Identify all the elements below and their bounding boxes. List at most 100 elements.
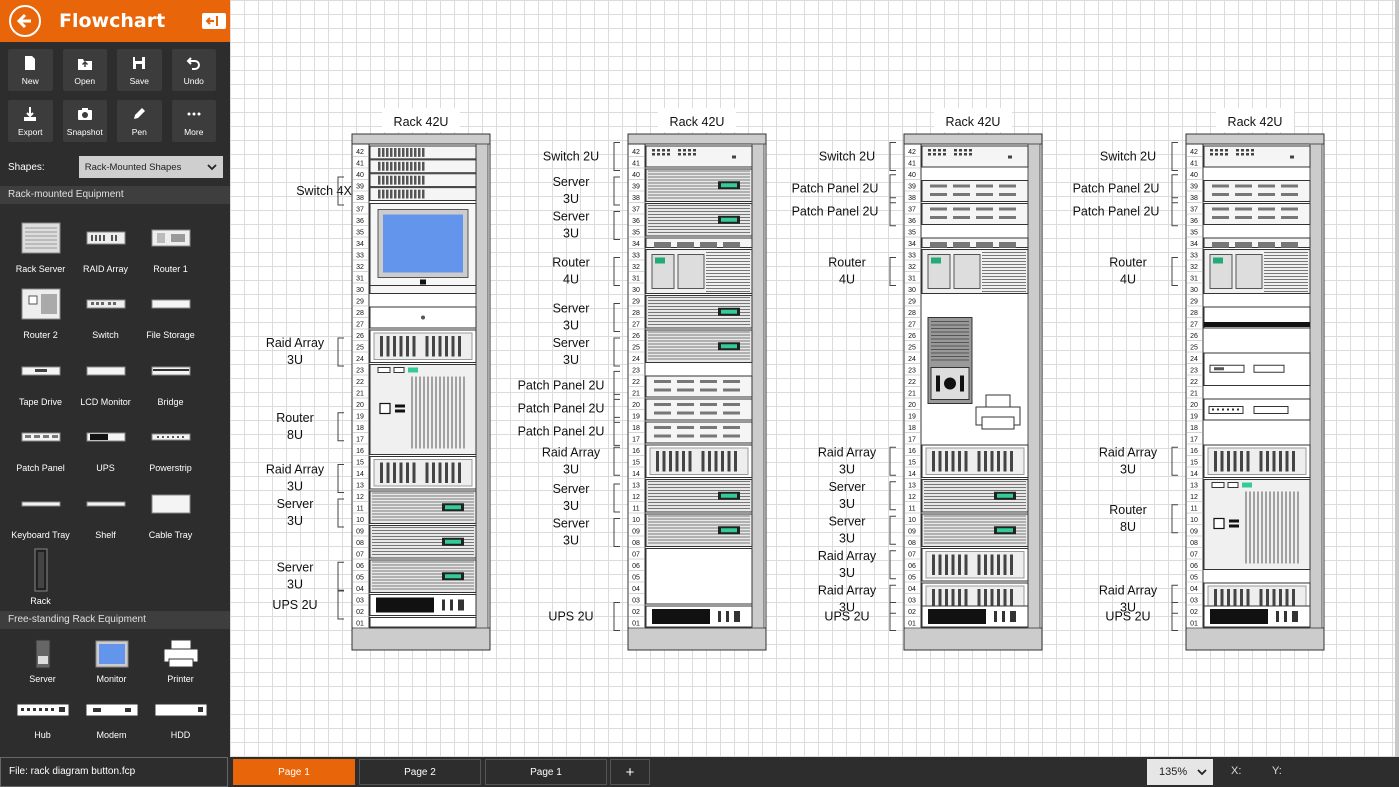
drive [1266,589,1269,610]
back-button[interactable] [9,5,41,37]
port-block [723,411,740,415]
palette-router-2[interactable]: Router 2 [8,279,73,346]
port-block [723,388,740,392]
port [1251,149,1254,152]
router-slot [1211,482,1225,488]
palette-ups[interactable]: UPS [73,412,138,479]
palette-rack[interactable]: Rack [8,545,73,612]
palette-cable-tray[interactable]: Cable Tray [138,478,203,545]
tab-page-3[interactable]: Page 1 [485,759,607,785]
unit-number: 10 [356,517,364,524]
palette-switch[interactable]: Switch [73,279,138,346]
port-block [1258,242,1275,245]
port-block [654,426,671,429]
bridge-icon [151,366,190,376]
unit-number: 16 [908,448,916,455]
palette-hdd[interactable]: HDD [146,689,215,745]
drive [1292,451,1295,472]
keyboard-tray-icon [21,501,60,507]
open-button[interactable]: Open [62,49,107,91]
palette-file-storage[interactable]: File Storage [138,279,203,346]
drive [990,554,994,575]
port [390,175,393,185]
patch-panel-device [921,180,1029,202]
drive [393,336,396,357]
new-button[interactable]: New [8,49,53,91]
label-bracket [613,303,620,332]
tower-slot [936,375,940,392]
palette-raid-array[interactable]: RAID Array [73,212,138,279]
tab-page-2[interactable]: Page 2 [359,759,481,785]
palette-rack-server[interactable]: Rack Server [8,212,73,279]
unit-number: 23 [632,368,640,375]
palette-lcd-monitor[interactable]: LCD Monitor [73,345,138,412]
palette-tape-drive[interactable]: Tape Drive [8,345,73,412]
unit-number: 18 [632,425,640,432]
device-label: 3U [839,600,855,614]
port [382,189,385,199]
drive [951,589,955,610]
device-label: 3U [563,534,579,548]
unit-number: 18 [356,425,364,432]
add-page-button[interactable]: + [610,759,650,785]
sidebar: Flowchart New Open Save Undo Export S [0,0,230,757]
palette-modem[interactable]: Modem [77,689,146,745]
drive [1220,589,1224,610]
zoom-dropdown[interactable]: 135% [1147,759,1213,785]
port [928,149,931,152]
palette-patch-panel[interactable]: Patch Panel [8,412,73,479]
rack-3: Rack 42U42414039383736353433323130292827… [792,108,1043,651]
undo-button[interactable]: Undo [171,49,216,91]
unit-number: 18 [1190,425,1198,432]
palette-bridge[interactable]: Bridge [138,345,203,412]
port-block [654,244,671,248]
port [418,189,421,199]
palette-shelf[interactable]: Shelf [73,478,138,545]
unit-number: 22 [1190,379,1198,386]
more-button[interactable]: More [171,100,216,142]
router-port [395,409,405,413]
unit-number: 24 [632,356,640,363]
palette-server[interactable]: Server [8,633,77,689]
port [1246,153,1249,156]
palette-router-1[interactable]: Router 1 [138,212,203,279]
raid-bay [925,447,1025,475]
drive [1010,451,1013,472]
ups-button [1002,611,1005,622]
palette-monitor[interactable]: Monitor [77,633,146,689]
port [410,175,413,185]
zoom-value: 135% [1159,766,1188,778]
port-block [677,426,694,429]
label-bracket [889,550,896,580]
tab-page-1[interactable]: Page 1 [233,759,355,785]
port-block [723,426,740,429]
port [402,161,405,171]
patch-panel-device [1203,180,1311,202]
port [1215,153,1218,156]
device-label: Raid Array [1099,445,1158,459]
port-block [654,380,671,383]
palette-powerstrip[interactable]: Powerstrip [138,412,203,479]
palette-printer[interactable]: Printer [146,633,215,689]
drive [451,462,455,483]
pen-button[interactable]: Pen [117,100,162,142]
snapshot-button[interactable]: Snapshot [62,100,107,142]
unit-number: 36 [632,218,640,225]
unit-number: 20 [356,402,364,409]
collapse-sidebar-button[interactable] [202,13,226,29]
patch-panel-device [1203,203,1311,225]
unit-number: 25 [1190,345,1198,352]
palette-hub[interactable]: Hub [8,689,77,745]
vertical-scrollbar[interactable] [1395,0,1399,757]
port [969,149,972,152]
export-button[interactable]: Export [8,100,53,142]
save-button[interactable]: Save [117,49,162,91]
palette-keyboard-tray[interactable]: Keyboard Tray [8,478,73,545]
unit-number: 22 [632,379,640,386]
drive [997,554,1000,575]
palette-label: Server [29,674,56,684]
port-block [1281,207,1298,211]
drive [938,451,942,472]
shapes-dropdown[interactable]: Rack-Mounted Shapes [78,156,223,178]
